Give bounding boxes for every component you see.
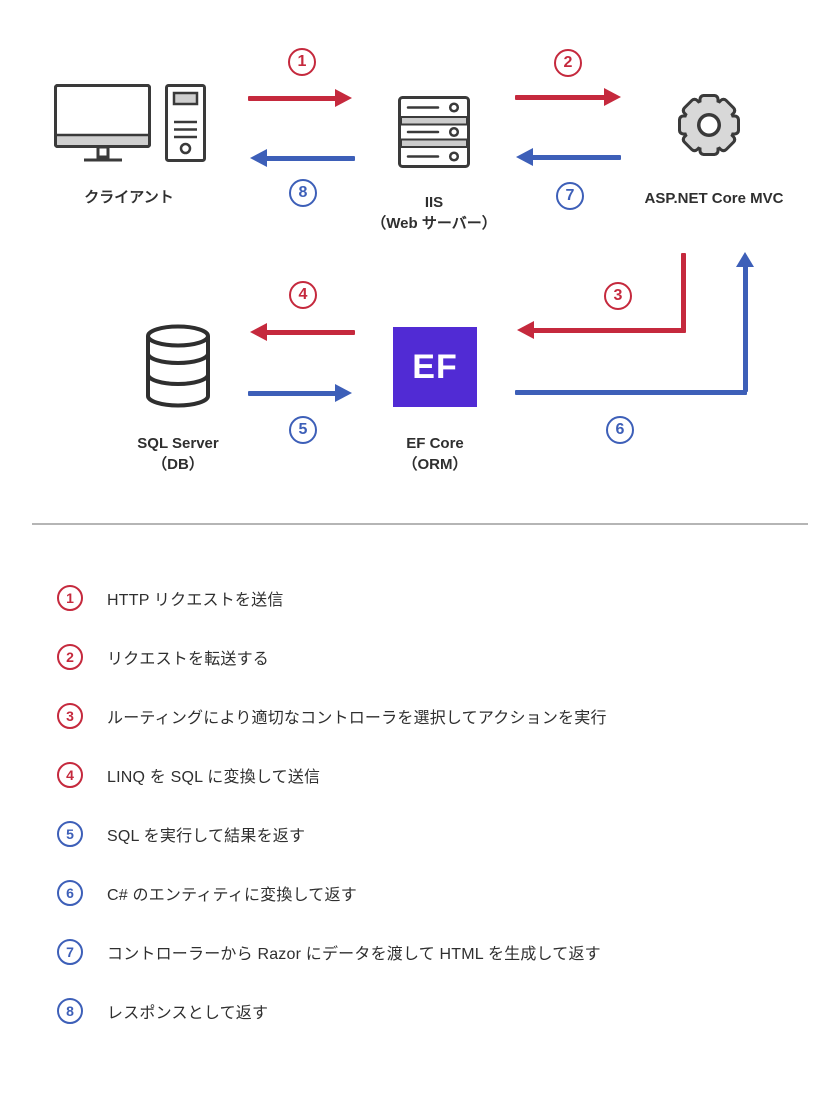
arrow-1-badge: 1 — [288, 48, 316, 76]
step-1-badge: 1 — [57, 585, 83, 611]
database-icon — [146, 324, 210, 408]
arrow-7-badge: 7 — [556, 182, 584, 210]
step-7-text: コントローラーから Razor にデータを渡して HTML を生成して返す — [107, 946, 601, 963]
divider-line — [32, 523, 808, 525]
step-item-7: 7 コントローラーから Razor にデータを渡して HTML を生成して返す — [57, 939, 607, 965]
arrow-6-badge: 6 — [606, 416, 634, 444]
step-1-text: HTTP リクエストを送信 — [107, 592, 284, 609]
step-5-text: SQL を実行して結果を返す — [107, 828, 306, 845]
step-7-badge: 7 — [57, 939, 83, 965]
step-2-badge: 2 — [57, 644, 83, 670]
step-6-badge: 6 — [57, 880, 83, 906]
step-item-4: 4 LINQ を SQL に変換して送信 — [57, 762, 607, 788]
ef-logo-text: EF — [412, 347, 458, 386]
arrow-2-badge: 2 — [554, 49, 582, 77]
server-icon — [398, 96, 470, 168]
gear-icon — [678, 94, 740, 156]
arrow-4-badge: 4 — [289, 281, 317, 309]
efcore-label: EF Core （ORM） — [402, 435, 468, 473]
arrow-5-badge: 5 — [289, 416, 317, 444]
desktop-computer-icon — [54, 84, 206, 162]
step-item-6: 6 C# のエンティティに変換して返す — [57, 880, 607, 906]
ef-core-logo: EF — [393, 327, 477, 407]
step-2-text: リクエストを転送する — [107, 651, 270, 668]
arrow-8-badge: 8 — [289, 179, 317, 207]
step-8-badge: 8 — [57, 998, 83, 1024]
step-item-2: 2 リクエストを転送する — [57, 644, 607, 670]
step-8-text: レスポンスとして返す — [107, 1005, 269, 1022]
step-3-badge: 3 — [57, 703, 83, 729]
step-5-badge: 5 — [57, 821, 83, 847]
sqlserver-label: SQL Server （DB） — [137, 435, 219, 473]
step-6-text: C# のエンティティに変換して返す — [107, 887, 357, 904]
step-item-5: 5 SQL を実行して結果を返す — [57, 821, 607, 847]
step-item-1: 1 HTTP リクエストを送信 — [57, 585, 607, 611]
step-item-3: 3 ルーティングにより適切なコントローラを選択してアクションを実行 — [57, 703, 607, 729]
step-4-text: LINQ を SQL に変換して送信 — [107, 769, 321, 786]
aspnet-label: ASP.NET Core MVC — [644, 190, 784, 207]
step-list: 1 HTTP リクエストを送信 2 リクエストを転送する 3 ルーティングにより… — [57, 585, 607, 1057]
iis-label: IIS （Web サーバー） — [371, 194, 497, 232]
step-item-8: 8 レスポンスとして返す — [57, 998, 607, 1024]
arrow-3-badge: 3 — [604, 282, 632, 310]
step-3-text: ルーティングにより適切なコントローラを選択してアクションを実行 — [107, 710, 607, 727]
step-4-badge: 4 — [57, 762, 83, 788]
client-label: クライアント — [84, 189, 174, 206]
